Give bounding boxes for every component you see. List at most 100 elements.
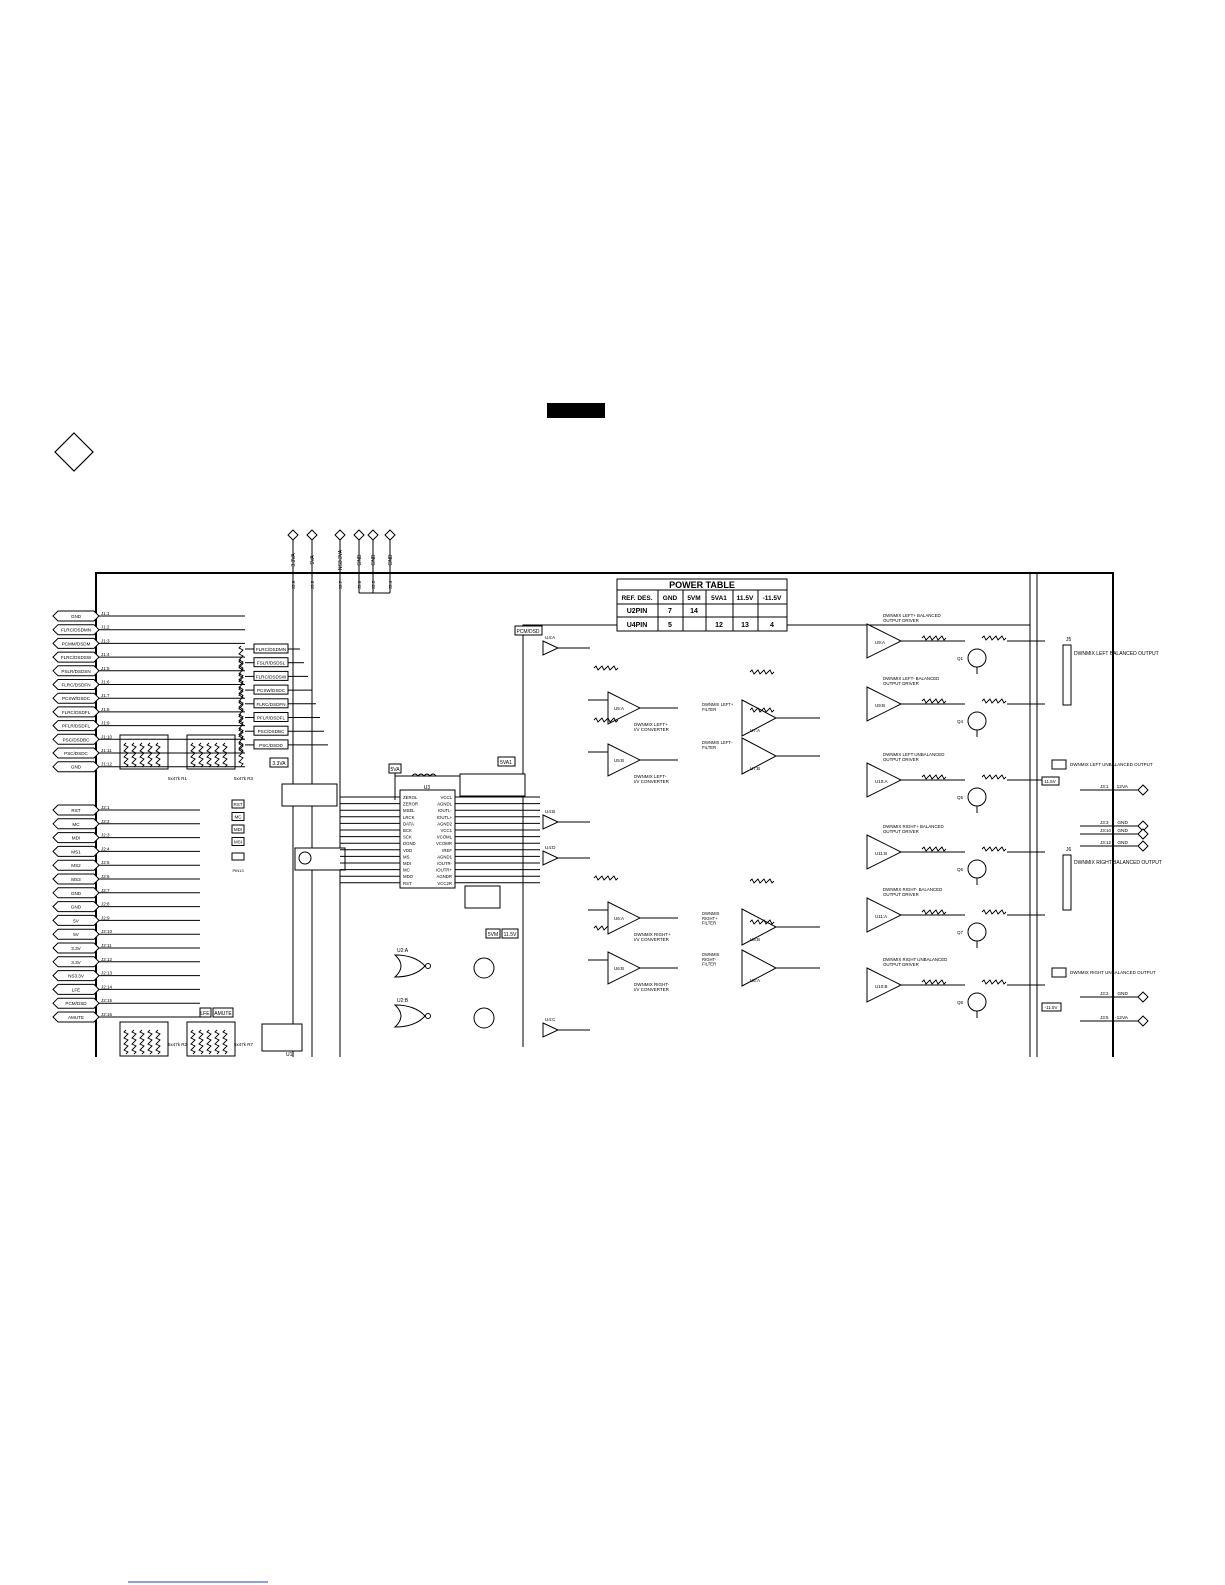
transistor-ref: Q6 bbox=[957, 867, 964, 872]
j6-ref: J6 bbox=[1066, 847, 1072, 853]
connector-pin: J1:12 bbox=[101, 762, 113, 767]
tag-plus-box bbox=[1041, 776, 1060, 786]
lfe-tag-box bbox=[199, 1007, 212, 1018]
nor-gate-u2a bbox=[393, 954, 426, 978]
connector-signal: 3.3V bbox=[71, 960, 81, 965]
right-port-pin: J3:2 bbox=[1100, 991, 1109, 996]
rnet-resistor bbox=[123, 742, 129, 768]
driver-label-line: DWNMIX RIGHT UNBALANCED bbox=[883, 957, 947, 962]
rnet-resistor bbox=[190, 1029, 196, 1055]
connector-signal: MS2 bbox=[71, 863, 81, 868]
series-resistor bbox=[238, 714, 244, 739]
right-port-label: GND bbox=[1117, 840, 1128, 846]
driver-ref: U9:A bbox=[875, 640, 885, 645]
pin13-tag: PIN13 bbox=[232, 868, 244, 873]
buffer-label: U4:A bbox=[545, 635, 556, 640]
power-table-col-5: -11.5V bbox=[763, 595, 782, 602]
right-port-pin: J3:5 bbox=[1100, 1015, 1109, 1020]
converter-label-line: I/V CONVERTER bbox=[634, 937, 670, 942]
power-table-col-4: 11.5V bbox=[737, 595, 754, 602]
dac-chip-u3 bbox=[399, 789, 456, 889]
connector-pin: J1:11 bbox=[101, 748, 112, 753]
driver-series-res bbox=[921, 698, 947, 704]
dac-left-pin: DGND bbox=[403, 841, 416, 846]
transistor-fm1 bbox=[298, 851, 312, 865]
rnet-resistor bbox=[206, 742, 212, 768]
connector-pin: J1:2 bbox=[101, 625, 110, 630]
converter-opamp bbox=[607, 951, 642, 985]
driver-ref: U11:B bbox=[875, 851, 887, 856]
left-unbal-label: DWNMIX LEFT UNBALANCED OUTPUT bbox=[1070, 762, 1153, 767]
amute-tag: AMUTE bbox=[214, 1011, 232, 1017]
filter-label-line: FILTER bbox=[702, 921, 716, 926]
j6-label: DWNMIX RIGHT BALANCED OUTPUT bbox=[1074, 860, 1162, 866]
connector-signal: FLRC/DSDFL bbox=[62, 710, 91, 715]
dac-right-pin: VCC2R bbox=[437, 881, 452, 886]
connector-pin: J2:15 bbox=[101, 998, 113, 1003]
dac-left-pin: VDD bbox=[403, 848, 412, 853]
filter-label-line: RIGHT+ bbox=[702, 916, 718, 921]
connector-signal: PCM/DSD bbox=[65, 1001, 87, 1006]
connector-signal: PSC/DSDBC bbox=[63, 737, 90, 742]
connector-signal: PSC/DSDC bbox=[64, 751, 88, 756]
dac-left-pin: MDI bbox=[403, 861, 411, 866]
connector-signal: GND bbox=[71, 905, 82, 910]
top-port-symbol bbox=[353, 529, 365, 541]
output-transistor bbox=[967, 711, 987, 731]
driver-ref: U10:B bbox=[875, 984, 888, 989]
dac-right-pin: IOUTL+ bbox=[437, 815, 453, 820]
connector-signal: GND bbox=[71, 891, 82, 896]
converter-label: DWNMIX LEFT+I/V CONVERTER bbox=[634, 722, 670, 732]
connector-pin: J1:3 bbox=[101, 638, 110, 643]
connector-pin: J2:14 bbox=[101, 984, 113, 989]
dac-right-pin: AGNDR bbox=[436, 874, 452, 879]
filter-label: DWNMIX LEFT+FILTER bbox=[702, 702, 734, 712]
driver-series-res bbox=[921, 909, 947, 915]
tag-minus: -11.5V bbox=[1045, 1005, 1058, 1010]
right-port-label: GND bbox=[1117, 991, 1128, 997]
amute-tag-box bbox=[212, 1007, 234, 1018]
nor-bubble-u2a bbox=[425, 963, 431, 969]
filter-ref: U8:A bbox=[750, 978, 760, 983]
right-port-pin: J3:1 bbox=[1100, 784, 1109, 789]
transistor-q2 bbox=[473, 957, 495, 979]
schematic-border bbox=[95, 572, 1114, 1057]
connector-signal: NS3.3V bbox=[68, 974, 85, 979]
right-port-label: 12VA bbox=[1117, 784, 1129, 790]
driver-series-res bbox=[921, 635, 947, 641]
dac-right-pin: VCOMR bbox=[436, 841, 452, 846]
dac-right-pin: AGND2 bbox=[437, 821, 452, 826]
right-port-label: -12VA bbox=[1115, 1015, 1129, 1021]
converter-ref: U5:B bbox=[614, 758, 624, 763]
rnet-box bbox=[119, 734, 169, 770]
rnet-r3-label: 5x47k R3 bbox=[234, 776, 254, 781]
small-label: MDI bbox=[234, 827, 242, 832]
v5-tag: 5VA bbox=[390, 767, 400, 773]
dac-right-pin: VCC1 bbox=[441, 828, 453, 833]
transistor-ref: Q8 bbox=[957, 1000, 964, 1005]
transistor-ref: Q1 bbox=[957, 656, 964, 661]
small-label-box bbox=[231, 824, 245, 834]
net-label: FLRC/DSDSW bbox=[256, 674, 287, 679]
section-box bbox=[522, 624, 1030, 1047]
dac-left-pin: ZEROL bbox=[403, 795, 418, 800]
dac-ref: U3 bbox=[424, 785, 431, 791]
converter-opamp bbox=[607, 901, 642, 935]
connector-pin: J2:16 bbox=[101, 1012, 113, 1017]
small-label: MSI bbox=[234, 840, 242, 845]
small-label-box bbox=[231, 837, 245, 846]
rnet-resistor bbox=[155, 742, 161, 768]
rnet-resistor bbox=[139, 1029, 145, 1055]
power-table-col-0: REF. DES. bbox=[621, 595, 652, 602]
output-transistor bbox=[967, 992, 987, 1012]
filter-opamp bbox=[741, 949, 778, 987]
connector-pin: J2:13 bbox=[101, 971, 113, 976]
u2b-label: U2:B bbox=[397, 998, 409, 1004]
buffer-u4 bbox=[542, 850, 560, 866]
filter-opamp bbox=[741, 737, 778, 775]
filter-ref: U8:B bbox=[750, 937, 760, 942]
